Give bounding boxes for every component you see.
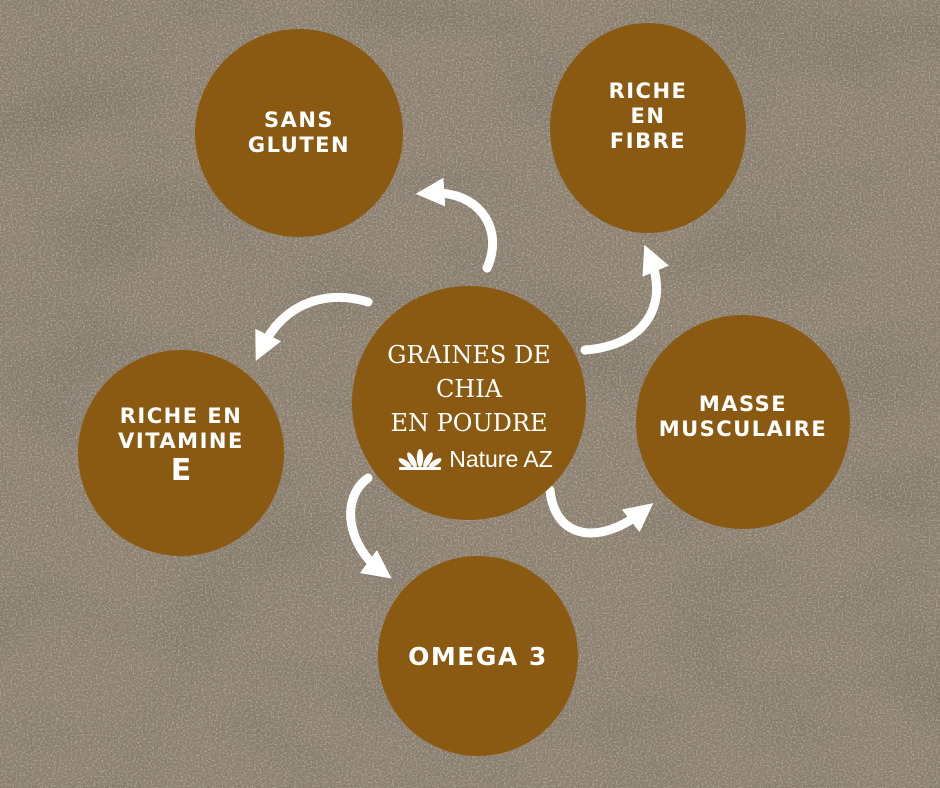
benefit-sans-gluten: SANS GLUTEN bbox=[195, 29, 403, 237]
benefit-riche-en-fibre: RICHE EN FIBRE bbox=[550, 23, 746, 233]
lotus-icon bbox=[398, 449, 442, 470]
center-title-line-2: CHIA bbox=[435, 374, 503, 403]
benefit-label-line: RICHE bbox=[608, 78, 688, 103]
benefit-label-line: MUSCULAIRE bbox=[658, 417, 828, 441]
center-title-line-3: EN POUDRE bbox=[390, 408, 548, 437]
brand-logo: Nature AZ bbox=[397, 446, 553, 473]
benefit-omega-3: OMEGA 3 bbox=[378, 556, 578, 756]
center-bubble: GRAINES DE CHIA EN POUDRE Nature AZ bbox=[352, 286, 586, 520]
benefit-riche-en-vitamine-e: RICHE EN VITAMINE E bbox=[78, 350, 284, 556]
benefit-label-line: VITAMINE bbox=[118, 429, 244, 453]
benefit-label-line: GLUTEN bbox=[247, 133, 351, 157]
benefit-label-line: FIBRE bbox=[609, 128, 687, 153]
benefit-label-line: EN bbox=[630, 103, 666, 128]
benefit-label-line: RICHE EN bbox=[119, 404, 243, 428]
benefit-label-line: MASSE bbox=[698, 392, 788, 416]
benefit-label-line: E bbox=[170, 453, 192, 488]
benefit-masse-musculaire: MASSE MUSCULAIRE bbox=[636, 315, 850, 529]
center-title-line-1: GRAINES DE bbox=[387, 340, 551, 369]
brand-name: Nature AZ bbox=[449, 445, 553, 472]
benefit-label-line: SANS bbox=[263, 108, 335, 132]
benefit-label-line: OMEGA 3 bbox=[408, 641, 548, 671]
